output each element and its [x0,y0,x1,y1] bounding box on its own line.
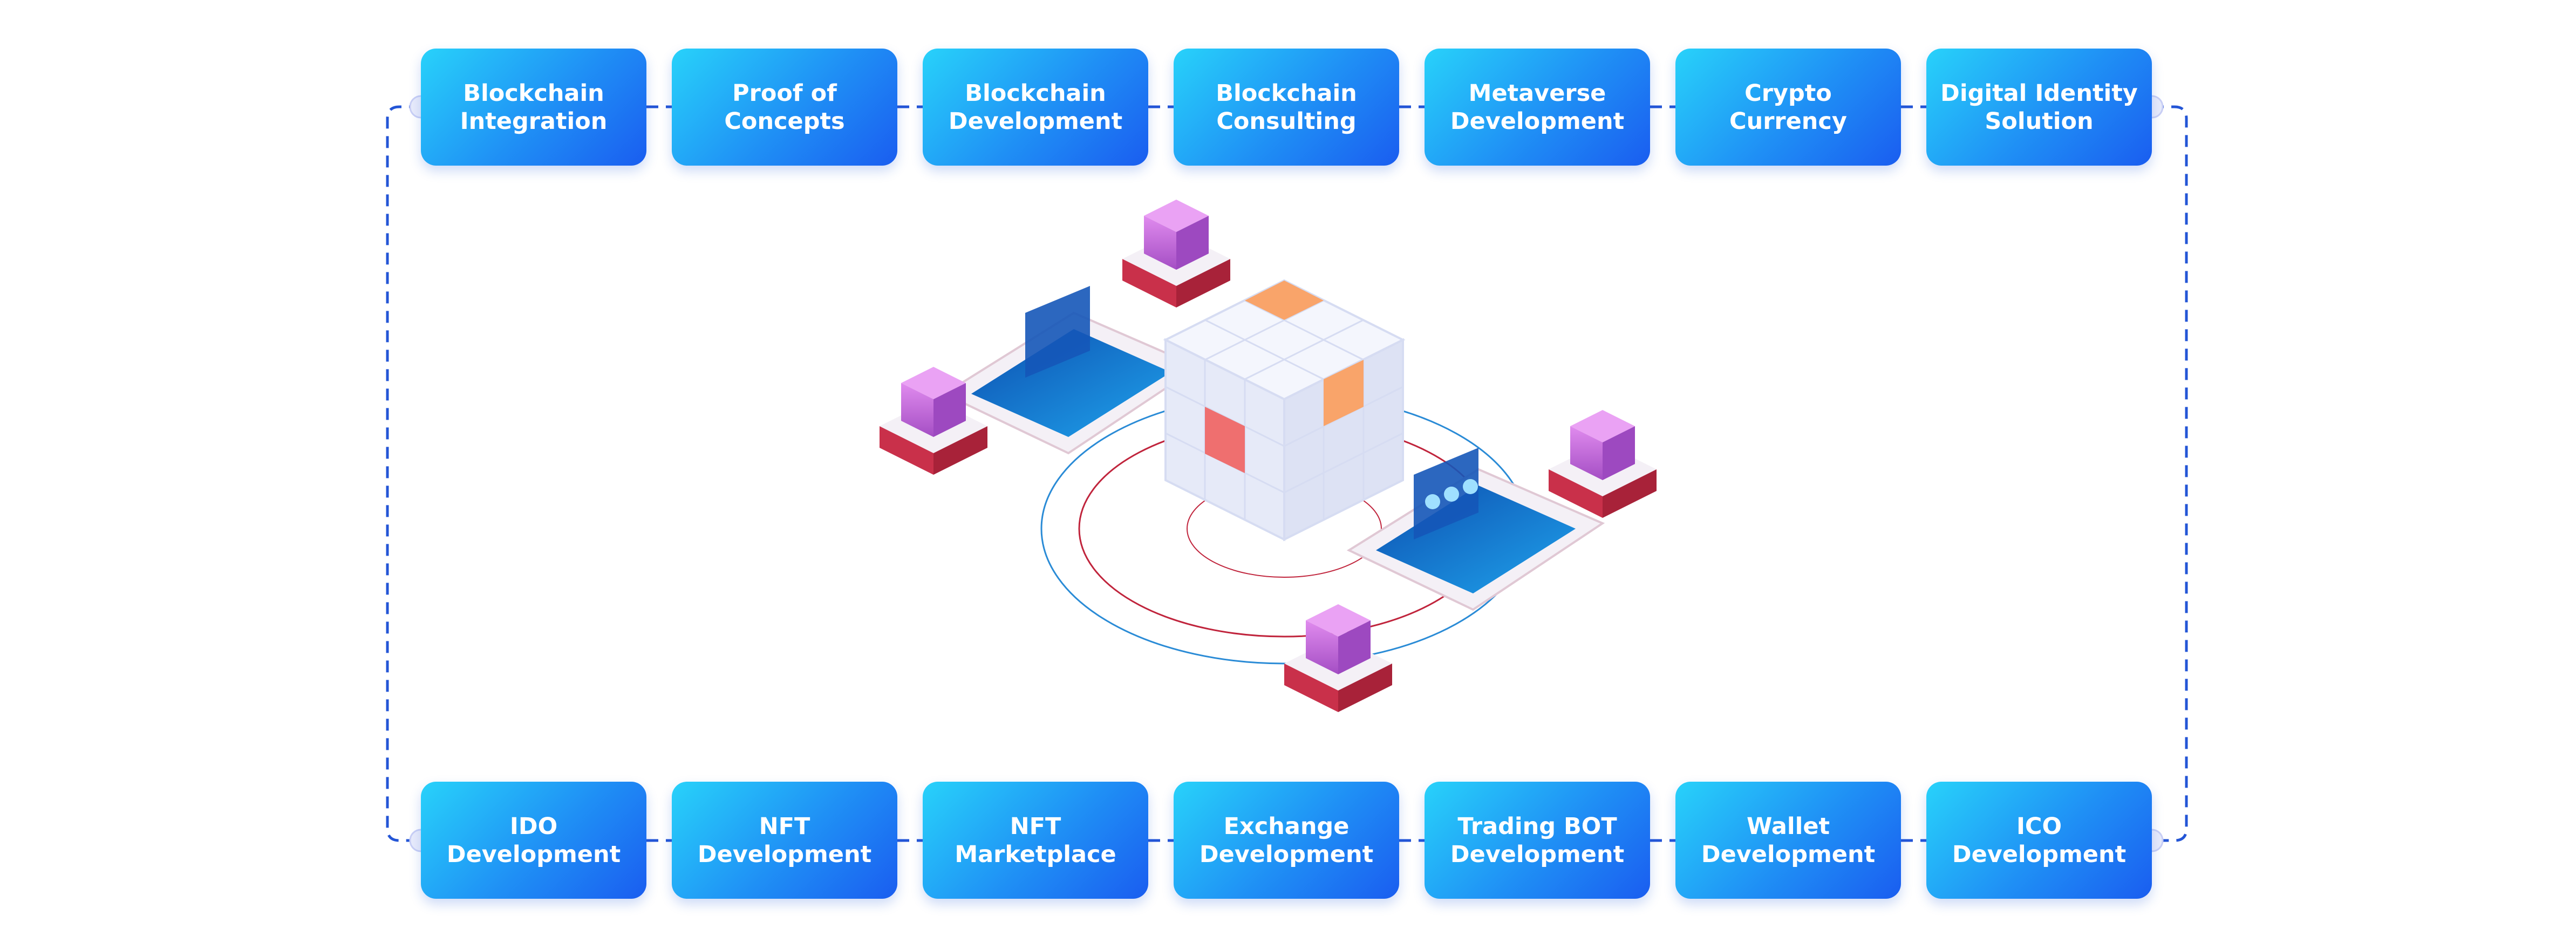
service-label: Exchange Development [1199,812,1374,868]
service-label: Digital Identity Solution [1940,79,2138,135]
service-box[interactable]: IDO Development [421,782,646,899]
service-label: Wallet Development [1701,812,1876,868]
service-box[interactable]: Trading BOT Development [1425,782,1650,899]
service-label: Proof of Concepts [724,79,845,135]
service-box[interactable]: Blockchain Development [923,49,1148,166]
service-label: Blockchain Development [948,79,1123,135]
service-box[interactable]: NFT Marketplace [923,782,1148,899]
blockchain-cube [1163,279,1406,542]
service-label: Blockchain Consulting [1216,79,1357,135]
service-label: Metaverse Development [1450,79,1625,135]
connector-right [2152,105,2188,842]
service-label: Blockchain Integration [460,79,608,135]
connector-left [386,105,421,842]
gem-pedestal-icon [880,367,987,475]
service-box[interactable]: Wallet Development [1675,782,1901,899]
gem-pedestal-icon [1549,410,1657,518]
tablet-icon [1346,448,1605,611]
service-label: NFT Development [697,812,872,868]
service-label: ICO Development [1952,812,2127,868]
service-box[interactable]: Proof of Concepts [672,49,897,166]
service-box[interactable]: Exchange Development [1174,782,1399,899]
service-box[interactable]: ICO Development [1926,782,2152,899]
service-box[interactable]: Blockchain Integration [421,49,646,166]
gem-pedestal-icon [1284,604,1392,712]
service-label: Crypto Currency [1729,79,1847,135]
service-box[interactable]: NFT Development [672,782,897,899]
service-box[interactable]: Blockchain Consulting [1174,49,1399,166]
service-box[interactable]: Metaverse Development [1425,49,1650,166]
service-label: NFT Marketplace [955,812,1116,868]
blockchain-cube-illustration [880,200,1657,712]
service-box[interactable]: Digital Identity Solution [1926,49,2152,166]
service-label: Trading BOT Development [1450,812,1625,868]
service-label: IDO Development [446,812,621,868]
gem-pedestal-icon [1122,200,1230,307]
tablet-icon [942,286,1201,455]
service-box[interactable]: Crypto Currency [1675,49,1901,166]
